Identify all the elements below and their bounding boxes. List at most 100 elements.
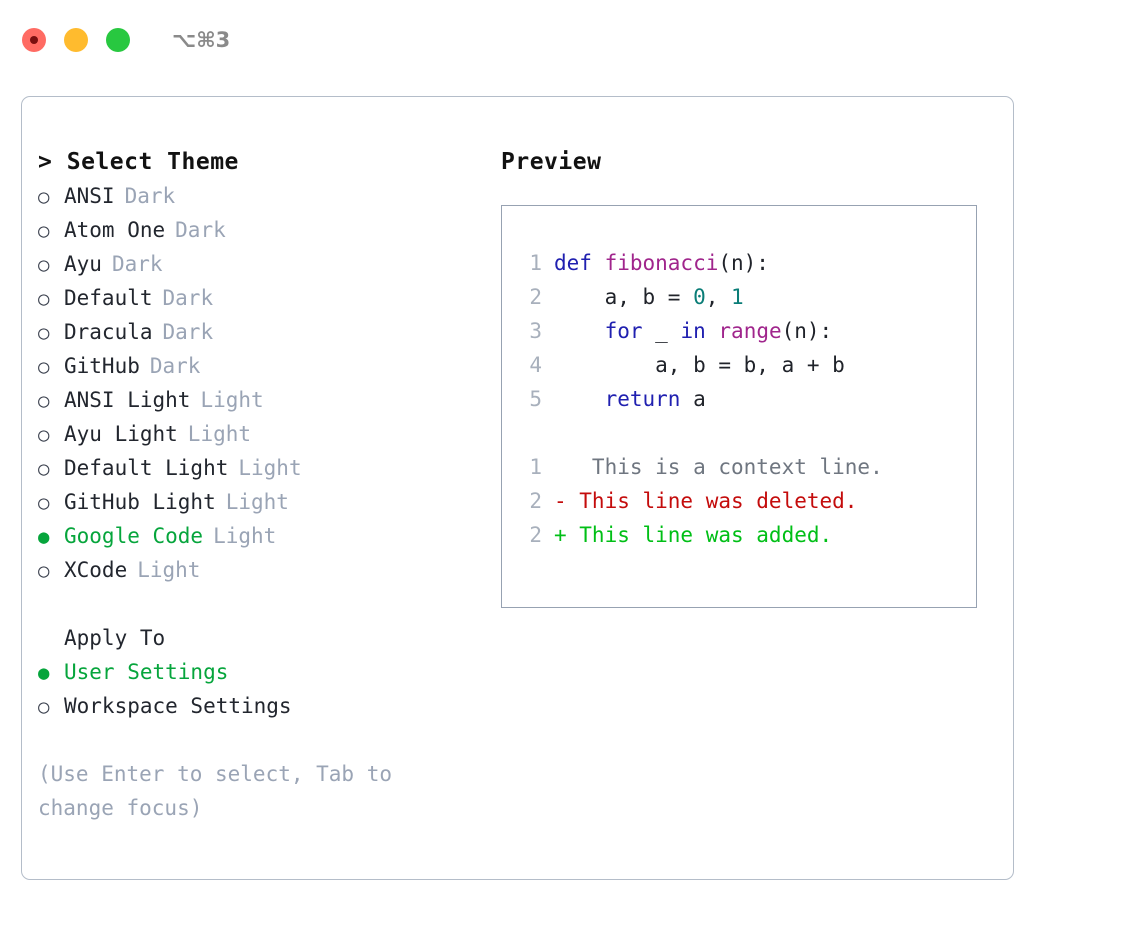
token-pln: a, b = b, a + b (554, 353, 845, 377)
radio-selected-icon: ● (38, 662, 50, 684)
theme-variant-badge: Light (137, 558, 201, 582)
code-line: 3 for _ in range(n): (502, 314, 976, 348)
code-line: 2 a, b = 0, 1 (502, 280, 976, 314)
theme-variant-badge: Light (200, 388, 264, 412)
apply-to-option-list[interactable]: ● User Settings ○Workspace Settings (38, 655, 498, 723)
diff-line: 1 This is a context line. (502, 450, 976, 484)
token-kw: def (554, 251, 605, 275)
apply-to-group: Apply To ● User Settings ○Workspace Settin… (38, 621, 498, 723)
code-line-text: a, b = 0, 1 (554, 280, 744, 314)
line-number: 5 (529, 387, 542, 411)
radio-unselected-icon: ○ (38, 356, 50, 378)
token-num: 1 (731, 285, 744, 309)
theme-option-label: Dracula (64, 320, 153, 344)
code-line-text: for _ in range(n): (554, 314, 833, 348)
radio-unselected-icon: ○ (38, 254, 50, 276)
window-titlebar: ⌥⌘3 (0, 0, 1140, 80)
radio-unselected-icon: ○ (38, 322, 50, 344)
theme-variant-badge: Dark (162, 286, 214, 310)
code-line-text: def fibonacci(n): (554, 246, 769, 280)
window-controls (22, 28, 130, 52)
radio-unselected-icon: ○ (38, 458, 50, 480)
keyboard-hint-text: (Use Enter to select, Tab to change focu… (38, 762, 405, 820)
apply-to-heading: Apply To (64, 626, 166, 650)
diff-line-text: + This line was added. (554, 523, 833, 547)
theme-variant-badge: Light (238, 456, 302, 480)
radio-selected-icon: ● (38, 526, 50, 548)
code-line: 5 return a (502, 382, 976, 416)
token-kw: return (554, 387, 681, 411)
token-pln: _ (642, 319, 681, 343)
theme-variant-badge: Dark (111, 252, 163, 276)
diff-line-text: This is a context line. (554, 455, 883, 479)
prompt-caret-icon: > (38, 149, 53, 175)
close-icon (30, 36, 38, 44)
theme-option-label: GitHub (64, 354, 140, 378)
line-number: 2 (529, 523, 542, 547)
code-line-text: a, b = b, a + b (554, 348, 845, 382)
radio-unselected-icon: ○ (38, 560, 50, 582)
line-number: 3 (529, 319, 542, 343)
code-line: 4 a, b = b, a + b (502, 348, 976, 382)
apply-to-option-label: Workspace Settings (64, 694, 292, 718)
token-pln: a, b = (554, 285, 694, 309)
theme-option-ayu[interactable]: ○ Ayu Dark (38, 247, 498, 281)
theme-option-label: ANSI (64, 184, 115, 208)
radio-unselected-icon: ○ (38, 390, 50, 412)
diff-line: 2 + This line was added. (502, 518, 976, 552)
line-number: 1 (529, 251, 542, 275)
theme-option-ansi[interactable]: ○ ANSI Dark (38, 179, 498, 213)
token-pln: (n): (718, 251, 769, 275)
close-button[interactable] (22, 28, 46, 52)
theme-option-label: Ayu (64, 252, 102, 276)
theme-option-github-light[interactable]: ○ GitHub Light Light (38, 485, 498, 519)
radio-unselected-icon: ○ (38, 288, 50, 310)
theme-variant-badge: Light (225, 490, 289, 514)
theme-variant-badge: Dark (149, 354, 201, 378)
apply-to-option-user-settings[interactable]: ● User Settings (38, 655, 498, 689)
token-kw: in (680, 319, 706, 343)
theme-option-label: Google Code (64, 524, 204, 548)
code-line-text: return a (554, 382, 706, 416)
theme-variant-badge: Light (187, 422, 252, 446)
theme-option-ansi-light[interactable]: ○ ANSI Light Light (38, 383, 498, 417)
theme-option-default[interactable]: ○ Default Dark (38, 281, 498, 315)
token-kw: for (554, 319, 643, 343)
theme-option-label: GitHub Light (64, 490, 216, 514)
radio-unselected-icon: ○ (38, 492, 50, 514)
select-theme-heading: > Select Theme (38, 145, 498, 179)
select-theme-title: Select Theme (66, 149, 239, 175)
theme-option-label: Atom One (64, 218, 166, 242)
code-line: 1 def fibonacci(n): (502, 246, 976, 280)
theme-option-label: Default (64, 286, 153, 310)
theme-option-label: ANSI Light (64, 388, 191, 412)
line-number: 2 (529, 489, 542, 513)
preview-heading: Preview (501, 149, 602, 175)
theme-option-xcode[interactable]: ○ XCode Light (38, 553, 498, 587)
minimize-button[interactable] (64, 28, 88, 52)
token-pln: , (705, 285, 732, 309)
theme-option-label: XCode (64, 558, 128, 582)
radio-unselected-icon: ○ (38, 220, 50, 242)
radio-unselected-icon: ○ (38, 186, 50, 208)
token-pln: (n): (781, 319, 833, 343)
theme-variant-badge: Dark (124, 184, 176, 208)
apply-to-option-label: User Settings (64, 660, 229, 684)
token-fn: range (718, 319, 782, 343)
theme-option-github[interactable]: ○ GitHub Dark (38, 349, 498, 383)
line-number: 1 (529, 455, 542, 479)
apply-to-option-workspace-settings[interactable]: ○Workspace Settings (38, 689, 498, 723)
zoom-button[interactable] (106, 28, 130, 52)
